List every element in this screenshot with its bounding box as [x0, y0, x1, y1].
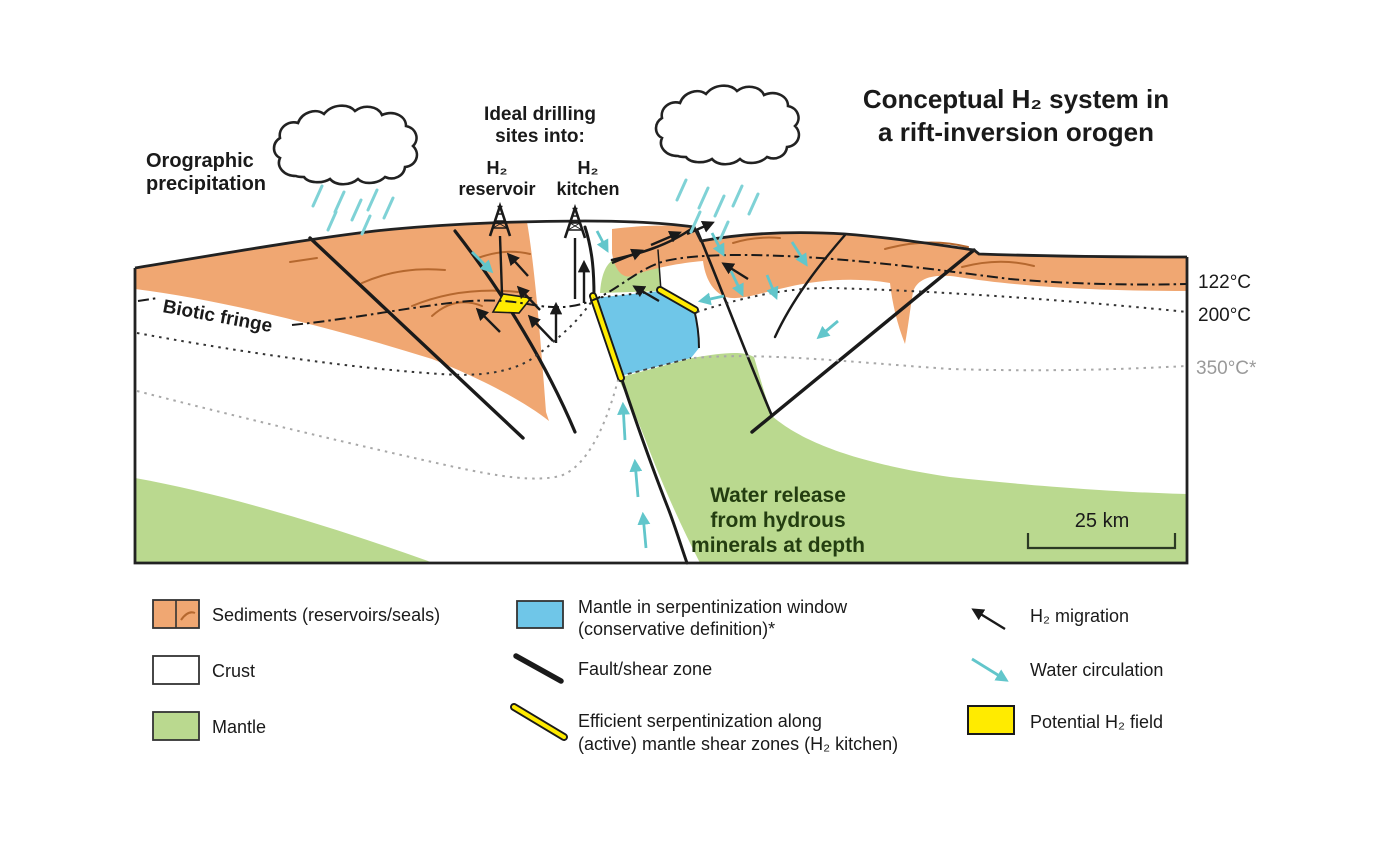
rain-left [311, 184, 395, 236]
water-release-line2: from hydrous [710, 509, 845, 532]
water-circulation-arrows [471, 230, 839, 549]
mantle-main-region [618, 352, 1187, 563]
cross-section [133, 204, 1189, 565]
serp-window-label-line1: Mantle in serpentinization window [578, 597, 848, 617]
isotherm-122-main [291, 253, 1188, 326]
water-circulation-label: Water circulation [1030, 660, 1163, 680]
isotherm-200-label: 200°C [1198, 305, 1251, 326]
fault-label: Fault/shear zone [578, 659, 712, 679]
efficient-serpentinization-bands [589, 286, 699, 382]
potential-field-swatch [967, 705, 1015, 735]
isotherm-200-left [136, 297, 595, 376]
well1-label: reservoir [458, 179, 535, 199]
sediments-label: Sediments (reservoirs/seals) [212, 605, 440, 625]
figure-title-line1: Conceptual H₂ system in [863, 84, 1169, 114]
isotherm-122-label: 122°C [1198, 272, 1251, 293]
legend-item-mantle: Mantle [152, 711, 266, 741]
orographic-label-line1: Orographic [146, 150, 254, 172]
fault-symbol [513, 653, 564, 684]
scale-bar [1026, 533, 1177, 550]
fault-left-second [453, 229, 577, 434]
h2-migration-label: H₂ migration [1030, 606, 1129, 626]
legend-item-crust: Crust [152, 655, 255, 685]
serpentinization-window [594, 291, 699, 376]
sediments-left [135, 222, 549, 421]
efficient-serp-symbol [511, 704, 567, 740]
legend-item-serp-window: Mantle in serpentinization window (conse… [516, 597, 848, 639]
fault-notch-west [610, 225, 696, 262]
crust-label: Crust [212, 661, 255, 681]
water-circulation-symbol [971, 657, 1009, 682]
isotherm-lines [136, 253, 1188, 480]
well2-label-h2: H₂ [578, 158, 599, 178]
orographic-label-line2: precipitation [146, 173, 266, 195]
drilling-header-line1: Ideal drilling [484, 104, 596, 125]
isotherm-122 [137, 297, 159, 302]
fault-right-major [750, 248, 976, 434]
water-release-line1: Water release [710, 484, 846, 507]
sliver-right-edge [657, 249, 662, 292]
mantle-left-wedge [135, 478, 432, 563]
fault-window-bounding [583, 225, 689, 565]
well-2 [563, 206, 587, 299]
legend-item-water-circulation: Water circulation [971, 657, 1163, 682]
potential-field-label: Potential H₂ field [1030, 712, 1163, 732]
legend-item-h2-migration: H₂ migration [971, 606, 1129, 631]
isotherm-350-label: 350°C* [1196, 358, 1257, 379]
well-1-bore [498, 235, 504, 295]
mantle-label: Mantle [212, 717, 266, 737]
crust-swatch [152, 655, 200, 685]
fault-wedge-branch [773, 233, 847, 339]
legend-item-fault: Fault/shear zone [513, 653, 712, 684]
well-1 [488, 204, 512, 295]
scale-bar-label: 25 km [1075, 510, 1129, 532]
fault-wedge-west [695, 228, 774, 418]
figure-labels: Conceptual H₂ system in a rift-inversion… [146, 84, 1257, 557]
legend-item-efficient-serp: Efficient serpentinization along (active… [510, 703, 898, 754]
efficient-serp-label-line2: (active) mantle shear zones (H₂ kitchen) [578, 734, 898, 754]
clouds-and-rain [272, 84, 801, 242]
fault-lines [308, 225, 976, 565]
legend-item-sediments: Sediments (reservoirs/seals) [152, 599, 440, 629]
well2-label: kitchen [556, 179, 619, 199]
serp-window-label-line2: (conservative definition)* [578, 619, 775, 639]
h2-migration-symbol [971, 608, 1006, 631]
water-release-line3: minerals at depth [691, 534, 865, 557]
serp-window-swatch [516, 600, 564, 629]
isotherm-200-right [696, 286, 1188, 313]
section-border [133, 257, 1189, 565]
fault-left-major [308, 236, 525, 440]
efficient-serp-label-line1: Efficient serpentinization along [578, 711, 822, 731]
rain-right [675, 178, 760, 242]
serp-window-top-isotherm [593, 290, 662, 299]
isotherm-350-right [693, 355, 1188, 372]
drilling-header-line2: sites into: [495, 126, 585, 147]
legend: Sediments (reservoirs/seals) Crust Mantl… [152, 597, 1163, 754]
legend-item-potential-field: Potential H₂ field [967, 705, 1163, 735]
figure-title-line2: a rift-inversion orogen [878, 117, 1154, 147]
well1-label-h2: H₂ [487, 158, 508, 178]
mantle-swatch [152, 711, 200, 741]
